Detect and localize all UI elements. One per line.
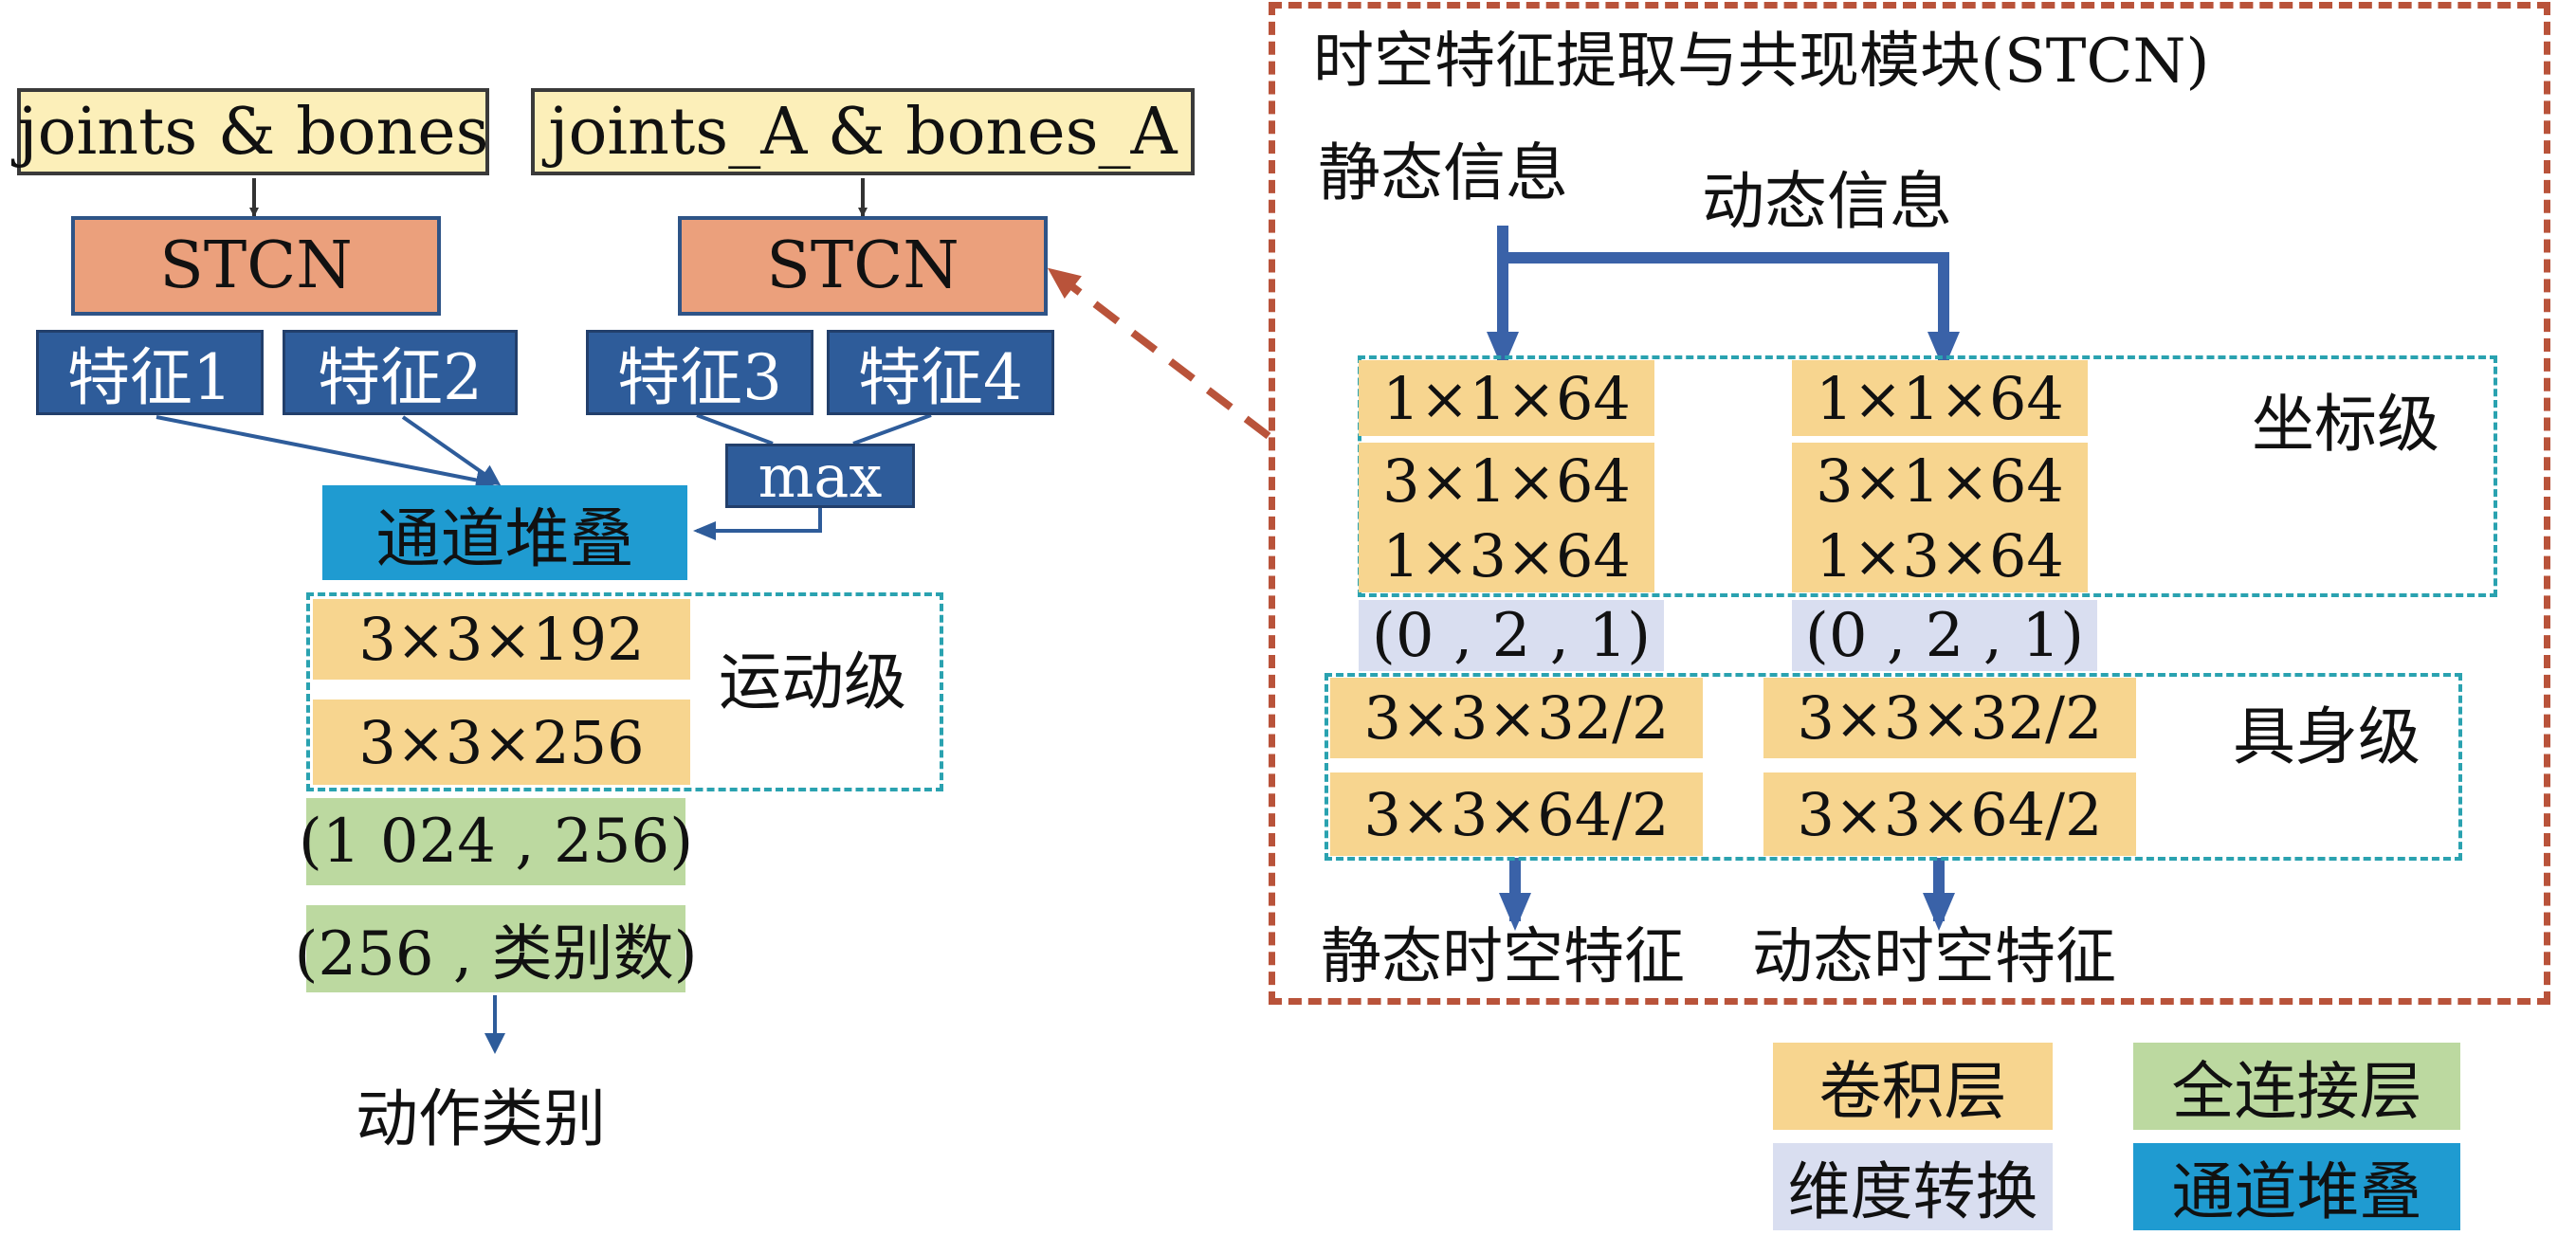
body-level-group bbox=[1325, 673, 2462, 861]
conv-motion-2: 3×3×256 bbox=[313, 700, 690, 785]
motion-level-label: 运动级 bbox=[719, 645, 906, 718]
feature-1: 特征1 bbox=[36, 330, 264, 415]
arrow-dynamic-info bbox=[1503, 252, 1960, 370]
module-title: 时空特征提取与共现模块(STCN) bbox=[1313, 27, 2210, 97]
coord-conv-dynamic-1: 1×1×64 bbox=[1792, 360, 2088, 436]
legend-stack: 通道堆叠 bbox=[2133, 1143, 2460, 1230]
stcn-block-1: STCN bbox=[71, 216, 441, 316]
dynamic-output-label: 动态时空特征 bbox=[1752, 922, 2116, 992]
stcn-module-frame bbox=[1269, 2, 2550, 1005]
coord-level-label: 坐标级 bbox=[2252, 388, 2439, 461]
line-feature3-max bbox=[696, 413, 774, 445]
arrow-feature2-stack bbox=[401, 415, 502, 486]
input-joints-bones: joints & bones bbox=[17, 88, 489, 175]
body-conv-static-2: 3×3×64/2 bbox=[1330, 772, 1703, 856]
coord-conv-static-2: 3×1×64 bbox=[1359, 443, 1654, 518]
legend-conv: 卷积层 bbox=[1773, 1043, 2053, 1130]
feature-3: 特征3 bbox=[586, 330, 813, 415]
static-info-label: 静态信息 bbox=[1318, 136, 1568, 209]
coord-conv-dynamic-2: 3×1×64 bbox=[1792, 443, 2088, 518]
coord-conv-static-1: 1×1×64 bbox=[1359, 360, 1654, 436]
dynamic-info-label: 动态信息 bbox=[1702, 165, 1952, 238]
max-pool: max bbox=[725, 442, 915, 511]
feature-2: 特征2 bbox=[283, 330, 518, 415]
line-feature4-max bbox=[852, 413, 932, 445]
fc-layer-1: (1 024 , 256) bbox=[299, 798, 693, 885]
transpose-dynamic: (0 , 2 , 1) bbox=[1792, 600, 2097, 671]
arrow-feature1-stack bbox=[155, 415, 497, 491]
legend-dim: 维度转换 bbox=[1773, 1143, 2053, 1230]
coord-conv-static-3: 1×3×64 bbox=[1359, 518, 1654, 592]
legend-fc: 全连接层 bbox=[2133, 1043, 2460, 1130]
output-action-class: 动作类别 bbox=[356, 1082, 606, 1155]
body-conv-dynamic-1: 3×3×32/2 bbox=[1763, 678, 2136, 758]
static-output-label: 静态时空特征 bbox=[1321, 922, 1685, 992]
body-conv-dynamic-2: 3×3×64/2 bbox=[1763, 772, 2136, 856]
arrow-max-stack bbox=[693, 508, 822, 540]
fc-layer-2: (256 , 类别数) bbox=[294, 905, 698, 992]
transpose-static: (0 , 2 , 1) bbox=[1359, 600, 1664, 671]
module-pointer-arrow bbox=[1047, 266, 1271, 440]
motion-level-group bbox=[306, 592, 943, 791]
feature-4: 特征4 bbox=[827, 330, 1054, 415]
conv-motion-1: 3×3×192 bbox=[313, 599, 690, 680]
input-joints-bones-a: joints_A & bones_A bbox=[531, 88, 1195, 175]
body-level-label: 具身级 bbox=[2233, 700, 2421, 773]
channel-stack: 通道堆叠 bbox=[322, 485, 687, 580]
coord-conv-dynamic-3: 1×3×64 bbox=[1792, 518, 2088, 592]
body-conv-static-1: 3×3×32/2 bbox=[1330, 678, 1703, 758]
stcn-block-2: STCN bbox=[678, 216, 1048, 316]
